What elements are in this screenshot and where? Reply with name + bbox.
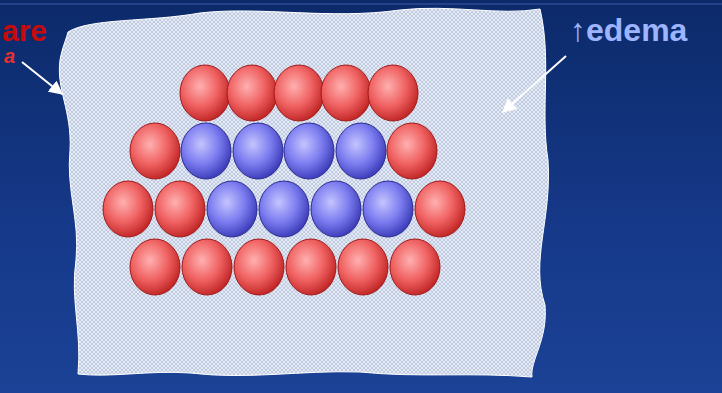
red-cell (130, 239, 180, 295)
red-cell (130, 123, 180, 179)
blue-cell (259, 181, 309, 237)
red-cell (338, 239, 388, 295)
blue-cell (181, 123, 231, 179)
red-cell (227, 65, 277, 121)
cell-cluster (103, 65, 465, 295)
red-cell (390, 239, 440, 295)
red-cell (321, 65, 371, 121)
blue-cell (311, 181, 361, 237)
tissue-blob (59, 8, 548, 377)
leader-line (22, 62, 62, 94)
blue-cell (233, 123, 283, 179)
red-cell (182, 239, 232, 295)
blue-cell (336, 123, 386, 179)
red-cell (286, 239, 336, 295)
side-label: a (4, 46, 15, 66)
blue-cell (363, 181, 413, 237)
red-cell (103, 181, 153, 237)
red-cell (180, 65, 230, 121)
leader-line (503, 56, 566, 112)
red-cell (234, 239, 284, 295)
red-cell (155, 181, 205, 237)
blue-cell (207, 181, 257, 237)
edema-label: ↑edema (570, 14, 687, 46)
blue-cell (284, 123, 334, 179)
red-cell (368, 65, 418, 121)
top-rule (0, 4, 722, 5)
red-cell (274, 65, 324, 121)
red-cell (387, 123, 437, 179)
red-cell (415, 181, 465, 237)
side-label: are (2, 16, 47, 46)
